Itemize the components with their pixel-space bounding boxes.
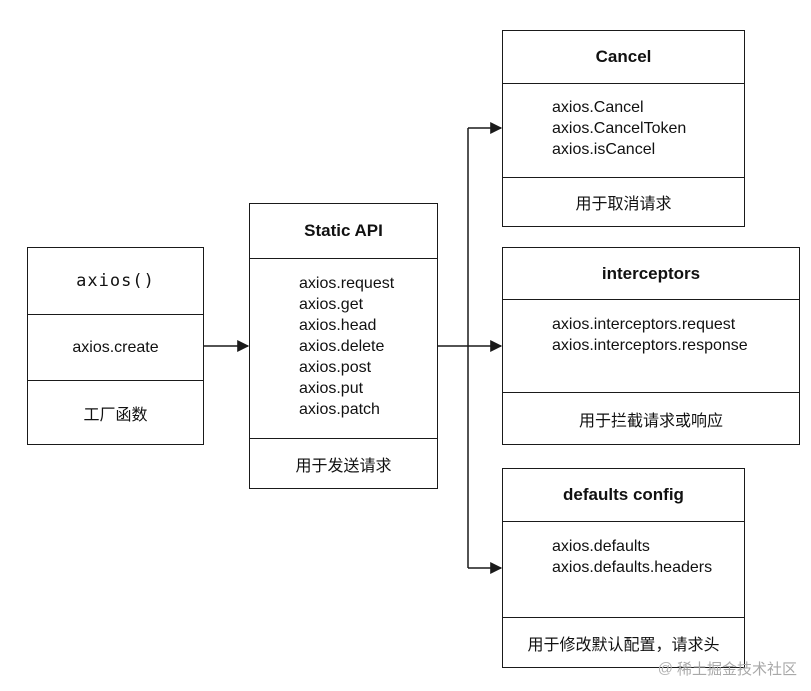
factory-title: axios() [76,271,155,291]
defaults-item-headers: axios.defaults.headers [552,559,713,576]
cancel-item-cancel: axios.Cancel [552,99,644,116]
static-api-item-head: axios.head [299,317,377,334]
cancel-description: 用于取消请求 [503,177,744,226]
static-api-list: axios.request axios.get axios.head axios… [250,258,437,438]
interceptors-item-request: axios.interceptors.request [552,316,736,333]
defaults-config-description: 用于修改默认配置，请求头 [503,617,744,667]
cancel-list: axios.Cancel axios.CancelToken axios.isC… [503,83,744,177]
static-api-item-delete: axios.delete [299,338,385,355]
interceptors-box: interceptors axios.interceptors.request … [502,247,800,445]
cancel-item-canceltoken: axios.CancelToken [552,120,687,137]
static-api-title: Static API [304,221,383,240]
defaults-config-box: defaults config axios.defaults axios.def… [502,468,745,668]
cancel-box: Cancel axios.Cancel axios.CancelToken ax… [502,30,745,227]
static-api-item-patch: axios.patch [299,401,380,418]
factory-method: axios.create [28,314,203,380]
static-api-item-request: axios.request [299,275,395,292]
static-api-item-post: axios.post [299,359,372,376]
defaults-config-title: defaults config [563,485,684,504]
interceptors-title: interceptors [601,263,701,283]
defaults-item-defaults: axios.defaults [552,538,650,555]
defaults-config-list: axios.defaults axios.defaults.headers [503,521,744,617]
watermark-logo-icon: @ [657,660,673,677]
static-api-item-put: axios.put [299,380,364,397]
watermark-text: 稀土掘金技术社区 [676,661,797,678]
static-api-box: Static API axios.request axios.get axios… [249,203,438,489]
factory-box: axios() axios.create 工厂函数 [27,247,204,445]
static-api-description: 用于发送请求 [250,438,437,488]
interceptors-list: axios.interceptors.request axios.interce… [503,299,799,392]
watermark: @ 稀土掘金技术社区 [658,658,797,679]
cancel-title: Cancel [595,47,652,66]
interceptors-item-response: axios.interceptors.response [552,337,748,354]
interceptors-description: 用于拦截请求或响应 [503,392,799,444]
factory-description: 工厂函数 [28,380,203,444]
cancel-item-iscancel: axios.isCancel [552,141,656,158]
static-api-item-get: axios.get [299,296,364,313]
